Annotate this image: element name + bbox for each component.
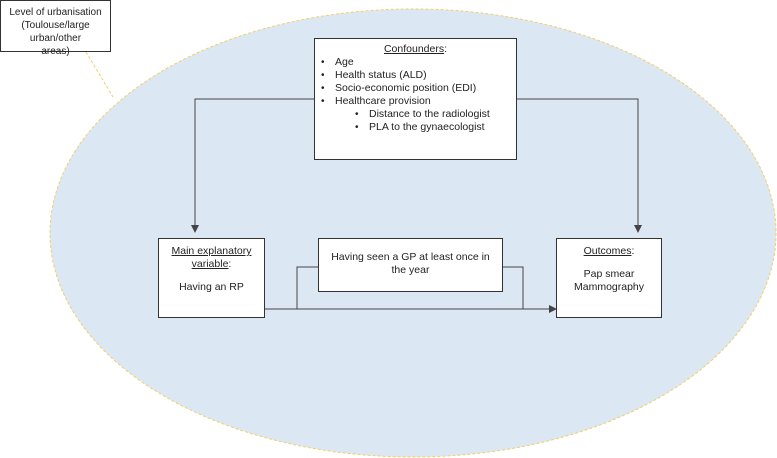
main-variable-title-2: variable xyxy=(191,258,229,270)
context-line-3: areas) xyxy=(41,46,70,57)
urbanisation-context-box: Level of urbanisation (Toulouse/large ur… xyxy=(0,0,111,57)
main-variable-title-suffix: : xyxy=(228,258,232,270)
context-line-1: Level of urbanisation xyxy=(9,7,102,18)
mediator-line-1: Having seen a GP at least once in xyxy=(331,251,490,263)
context-connector-line xyxy=(85,51,114,98)
mediator-box: Having seen a GP at least once in the ye… xyxy=(318,238,503,292)
confounders-heading: Confounders: xyxy=(315,43,516,56)
main-variable-value: Having an RP xyxy=(179,281,244,293)
outcomes-heading: Outcomes: xyxy=(557,245,661,258)
confounder-item: Age xyxy=(321,56,516,69)
confounders-box: Confounders: Age Health status (ALD) Soc… xyxy=(314,38,517,160)
mediator-path-line-right xyxy=(503,266,524,309)
outcome-item: Mammography xyxy=(573,281,645,293)
outcomes-box: Outcomes: Pap smear Mammography xyxy=(556,238,662,318)
arrow-confounders-to-exposure xyxy=(191,98,314,233)
context-line-2: (Toulouse/large urban/other xyxy=(21,20,90,44)
main-variable-title-1: Main explanatory xyxy=(171,245,252,257)
arrow-confounders-to-outcomes xyxy=(517,98,642,233)
confounder-item: Health status (ALD) xyxy=(321,69,516,82)
main-variable-title-2-wrap: variable: xyxy=(159,258,264,271)
confounder-item: Socio-economic position (EDI) xyxy=(321,82,516,95)
confounders-sublist: Distance to the radiologist PLA to the g… xyxy=(355,108,516,134)
mediator-line-2: the year xyxy=(391,264,430,276)
confounders-title-suffix: : xyxy=(444,43,448,55)
outcomes-title: Outcomes xyxy=(583,245,632,257)
outcomes-title-suffix: : xyxy=(631,245,635,257)
mediator-path-line xyxy=(296,266,318,309)
confounder-subitem: Distance to the radiologist xyxy=(355,108,516,121)
confounder-item: Healthcare provision xyxy=(321,95,516,108)
main-variable-box: Main explanatory variable: Having an RP xyxy=(158,238,265,318)
outcome-item: Pap smear xyxy=(583,268,635,280)
confounder-subitem: PLA to the gynaecologist xyxy=(355,121,516,134)
confounders-title: Confounders xyxy=(383,43,445,55)
urbanisation-ellipse xyxy=(49,8,777,458)
confounders-list: Age Health status (ALD) Socio-economic p… xyxy=(321,56,516,108)
